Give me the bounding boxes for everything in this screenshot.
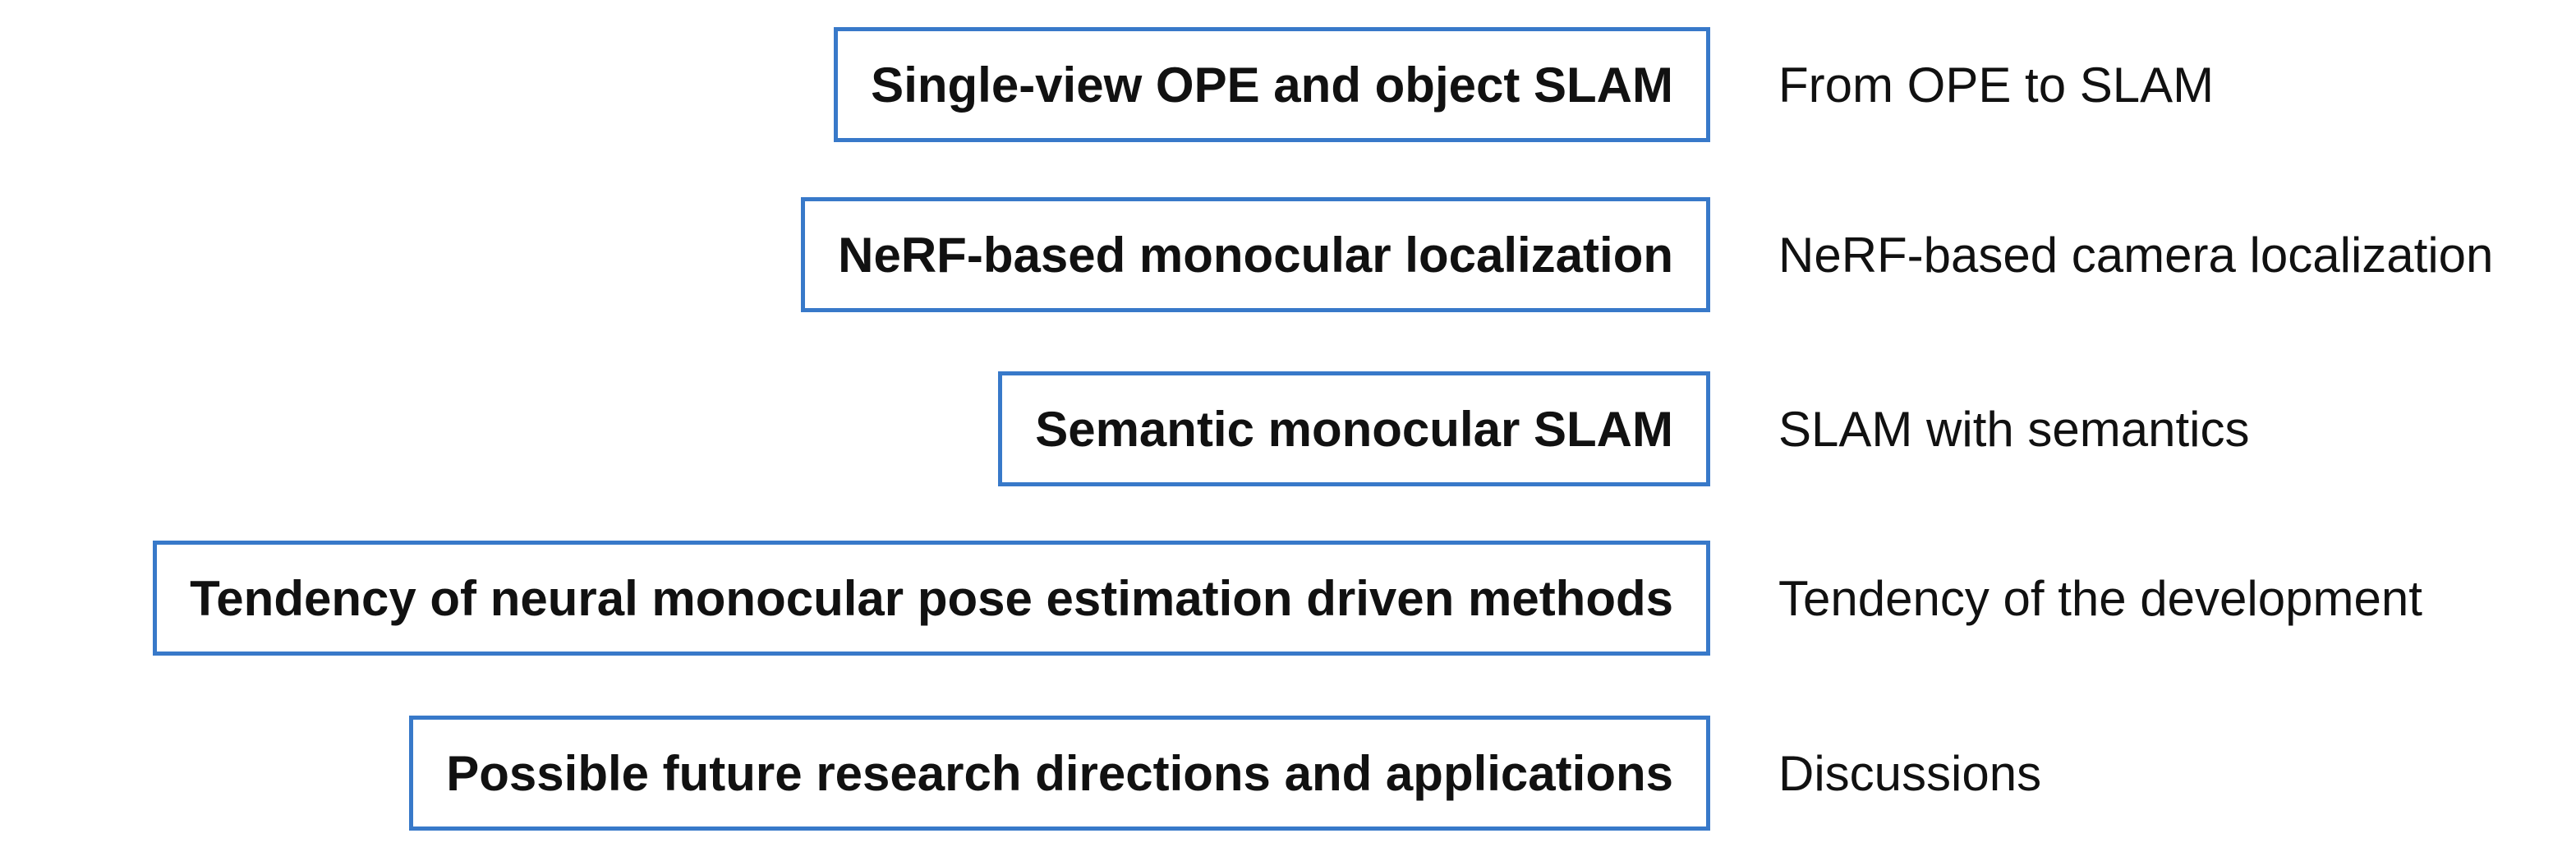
annotation-nerf-camera-localization: NeRF-based camera localization [1778,227,2494,283]
annotation-tendency-of-development: Tendency of the development [1778,570,2422,626]
annotation-discussions: Discussions [1778,745,2042,801]
annotation-from-ope-to-slam: From OPE to SLAM [1778,57,2215,113]
topic-box-nerf-localization: NeRF-based monocular localization [801,197,1710,312]
topic-box-single-view-ope: Single-view OPE and object SLAM [834,27,1710,142]
topic-box-tendency-methods: Tendency of neural monocular pose estima… [153,541,1710,656]
annotation-slam-with-semantics: SLAM with semantics [1778,401,2250,457]
topic-box-semantic-slam: Semantic monocular SLAM [998,371,1710,486]
topic-box-future-directions: Possible future research directions and … [409,716,1710,831]
